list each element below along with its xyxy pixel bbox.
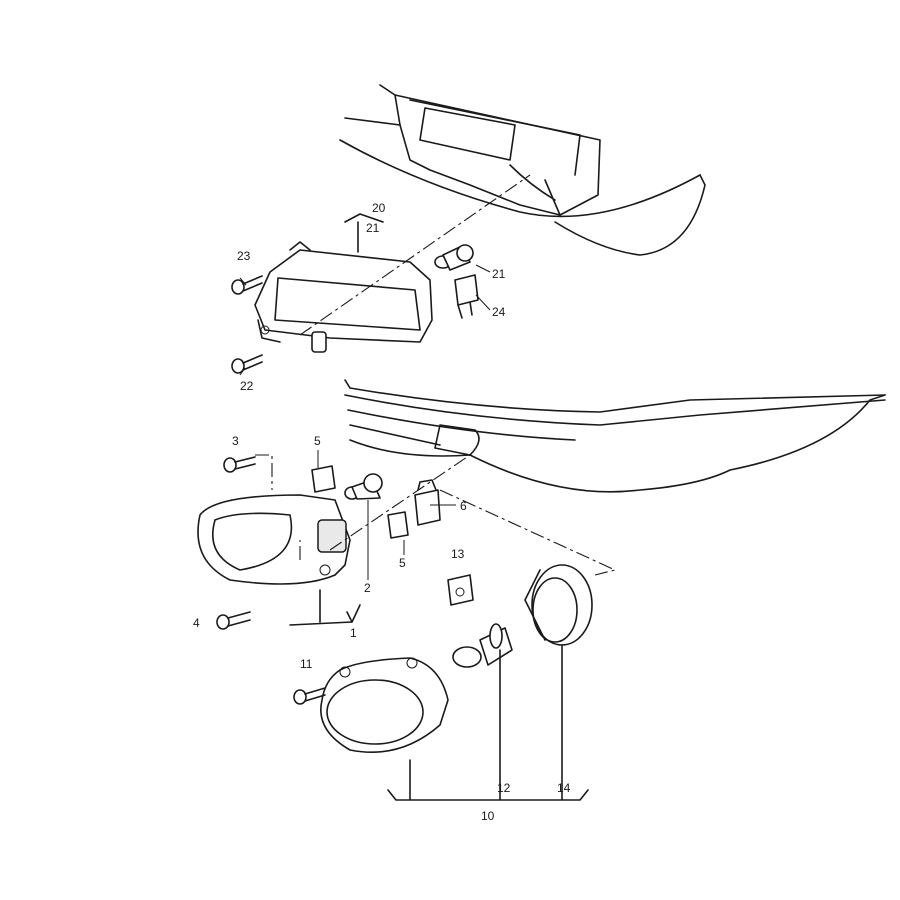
callout-22: 22 xyxy=(240,379,254,393)
callout-23: 23 xyxy=(237,249,251,263)
bulb-2 xyxy=(344,473,383,500)
clip-5-bottom xyxy=(387,511,409,539)
leader-10 xyxy=(387,644,589,801)
fog-light-housing-20 xyxy=(254,241,433,353)
bulb-12 xyxy=(452,623,513,668)
callout-21-bracket: 21 xyxy=(366,221,380,235)
callout-14: 14 xyxy=(557,781,571,795)
upper-bumper-section xyxy=(339,84,706,256)
callout-4: 4 xyxy=(193,616,200,630)
clip-5-top xyxy=(311,465,336,493)
cap-14 xyxy=(524,564,593,646)
callout-1: 1 xyxy=(350,626,357,640)
callout-20: 20 xyxy=(372,201,386,215)
callout-5-top: 5 xyxy=(314,434,321,448)
screw-4 xyxy=(216,611,251,630)
screw-11 xyxy=(293,687,326,705)
callout-11: 11 xyxy=(300,657,313,671)
screw-23 xyxy=(231,275,263,295)
leader-20 xyxy=(344,213,384,253)
center-line-upper xyxy=(299,174,531,336)
screw-22 xyxy=(231,354,263,374)
callout-10: 10 xyxy=(481,809,495,823)
callout-13: 13 xyxy=(451,547,465,561)
center-line-lower xyxy=(255,454,617,576)
fog-light-assembly-1 xyxy=(197,494,351,585)
screw-3 xyxy=(223,456,256,473)
connector-13 xyxy=(447,574,474,606)
bulb-21 xyxy=(434,244,474,271)
lower-bumper-section xyxy=(344,379,886,493)
callout-3: 3 xyxy=(232,434,239,448)
callout-6: 6 xyxy=(460,499,467,513)
callout-5-bottom: 5 xyxy=(399,556,406,570)
callout-21: 21 xyxy=(492,267,506,281)
callout-24: 24 xyxy=(492,305,506,319)
fog-light-10 xyxy=(320,657,449,753)
connector-24 xyxy=(454,274,479,319)
callout-2: 2 xyxy=(364,581,371,595)
leader-1 xyxy=(289,589,361,626)
connector-6 xyxy=(414,479,441,526)
callout-12: 12 xyxy=(497,781,511,795)
